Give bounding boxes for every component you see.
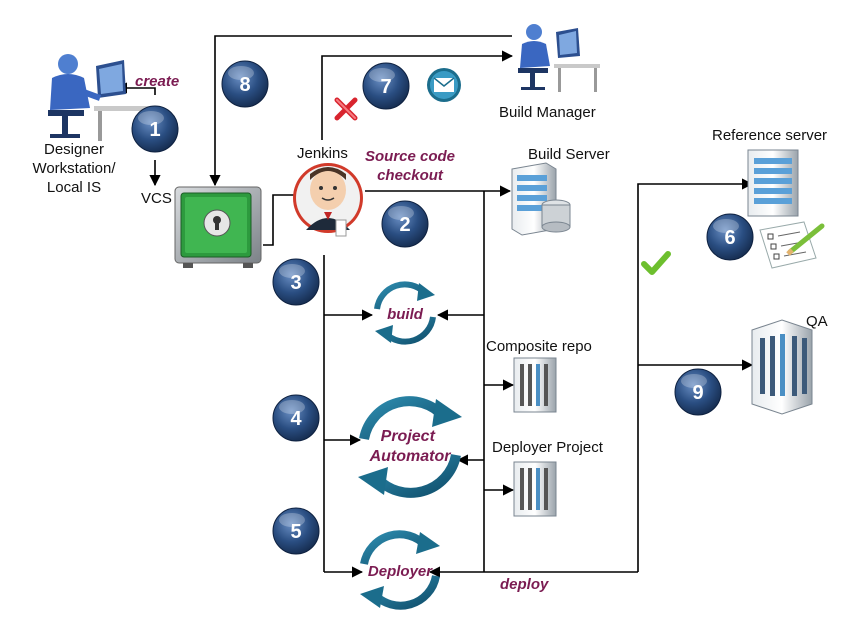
project-automator-cycle: Project Automator bbox=[358, 396, 462, 498]
step-badge-circle bbox=[674, 368, 722, 416]
step-badge-5: 5 bbox=[272, 507, 320, 555]
step-number: 8 bbox=[239, 74, 250, 96]
checklist-pencil-icon bbox=[759, 221, 825, 269]
create-label: create bbox=[135, 73, 180, 90]
step-number: 7 bbox=[380, 76, 391, 98]
step-badge-1: 1 bbox=[131, 105, 179, 153]
source-checkout-label: Source code checkout bbox=[360, 147, 460, 185]
step-badge-highlight bbox=[713, 219, 739, 233]
connector-vcs-jenkins bbox=[263, 194, 297, 246]
step-badge-3: 3 bbox=[272, 258, 320, 306]
step-badge-highlight bbox=[681, 374, 707, 388]
step-badge-highlight bbox=[138, 111, 164, 125]
connector-step7 bbox=[321, 50, 514, 140]
jenkins-label: Jenkins bbox=[297, 145, 348, 162]
step-badge-circle bbox=[706, 213, 754, 261]
designer-label-line3: Local IS bbox=[46, 179, 102, 196]
vcs-label: VCS bbox=[141, 190, 172, 207]
qa-server-rack-icon bbox=[751, 319, 813, 415]
deployer-project-label: Deployer Project bbox=[492, 439, 603, 456]
step-number: 9 bbox=[692, 382, 703, 404]
project-automator-line2: Automator bbox=[369, 448, 452, 465]
build-cycle-label: build bbox=[387, 306, 424, 323]
composite-repo-label: Composite repo bbox=[486, 338, 592, 355]
jenkins-butler-icon bbox=[293, 163, 363, 237]
source-checkout-line1: Source code bbox=[364, 148, 456, 165]
step-number: 2 bbox=[399, 214, 410, 236]
deployer-cycle: Deployer bbox=[360, 530, 440, 610]
step-badge-8: 8 bbox=[221, 60, 269, 108]
step-badge-7: 7 bbox=[362, 62, 410, 110]
step-badge-9: 9 bbox=[674, 368, 722, 416]
connector-right-trunk bbox=[637, 178, 754, 572]
build-cycle: build bbox=[374, 281, 436, 345]
build-server-label: Build Server bbox=[528, 146, 610, 163]
step-badge-circle bbox=[221, 60, 269, 108]
step-badge-circle bbox=[131, 105, 179, 153]
step-badge-circle bbox=[381, 200, 429, 248]
step-number: 1 bbox=[149, 119, 160, 141]
step-number: 5 bbox=[290, 521, 301, 543]
step-badge-highlight bbox=[279, 400, 305, 414]
deployer-cycle-label: Deployer bbox=[368, 563, 433, 580]
step-badges: 1 2 3 4 5 6 7 8 9 bbox=[131, 60, 754, 555]
designer-label: Designer Workstation/ Local IS bbox=[18, 140, 130, 197]
connector-step8 bbox=[209, 35, 512, 187]
step-number: 6 bbox=[724, 227, 735, 249]
step-badge-highlight bbox=[369, 68, 395, 82]
vault-safe-icon bbox=[174, 186, 262, 268]
step-badge-circle bbox=[272, 394, 320, 442]
step-badge-2: 2 bbox=[381, 200, 429, 248]
step-badge-circle bbox=[272, 258, 320, 306]
server-database-icon bbox=[511, 162, 571, 236]
step-number: 4 bbox=[290, 408, 302, 430]
step-number: 3 bbox=[290, 272, 301, 294]
red-x-icon bbox=[334, 97, 358, 121]
build-manager-label: Build Manager bbox=[499, 104, 596, 121]
connector-create bbox=[115, 82, 156, 95]
project-automator-line1: Project bbox=[381, 428, 436, 445]
storage-rack-icon-composite bbox=[513, 357, 557, 413]
step-badge-highlight bbox=[388, 206, 414, 220]
build-manager-workstation-icon bbox=[518, 24, 600, 92]
source-checkout-line2: checkout bbox=[377, 167, 443, 184]
green-checkmark-icon bbox=[641, 251, 671, 275]
reference-server-label: Reference server bbox=[712, 127, 828, 144]
step-badge-highlight bbox=[228, 66, 254, 80]
designer-label-line2: Workstation/ bbox=[32, 160, 116, 177]
step-badge-4: 4 bbox=[272, 394, 320, 442]
reference-server-icon bbox=[747, 149, 799, 217]
step-badge-circle bbox=[272, 507, 320, 555]
qa-label: QA bbox=[806, 313, 828, 330]
designer-workstation-icon bbox=[48, 54, 154, 141]
project-automator-label: Project Automator bbox=[369, 428, 452, 465]
storage-rack-icon-deployer bbox=[513, 461, 557, 517]
step-badge-circle bbox=[362, 62, 410, 110]
email-envelope-icon bbox=[427, 68, 461, 102]
connectors bbox=[115, 35, 754, 578]
designer-label-line1: Designer bbox=[43, 141, 105, 158]
step-badge-6: 6 bbox=[706, 213, 754, 261]
step-badge-highlight bbox=[279, 513, 305, 527]
step-badge-highlight bbox=[279, 264, 305, 278]
deploy-label: deploy bbox=[500, 576, 549, 593]
